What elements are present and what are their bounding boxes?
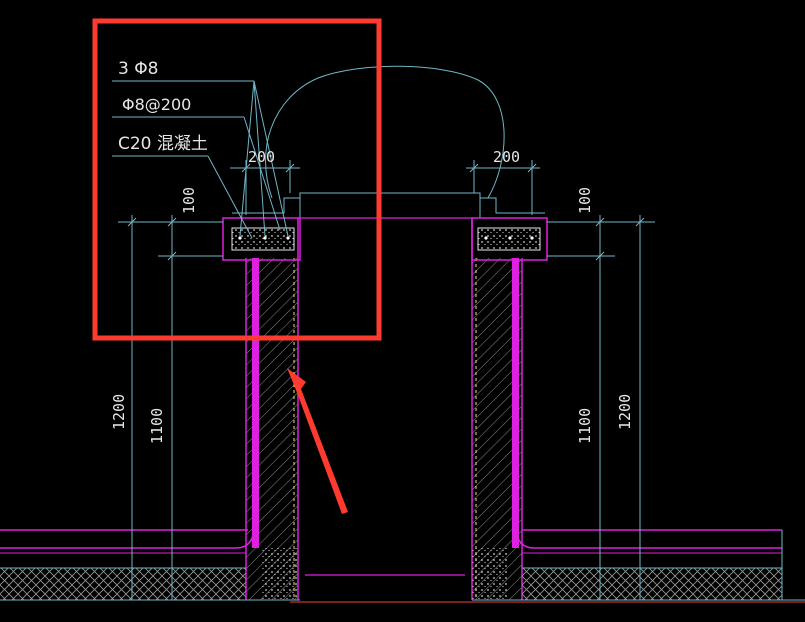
dim-left-wall-height: 1100 [148, 408, 166, 444]
red-arrow-icon [287, 368, 348, 514]
cap-top-lines [232, 178, 545, 218]
rebar-main-label: 3 Φ8 [118, 59, 158, 79]
right-cap [471, 217, 548, 261]
left-floor-slab [0, 262, 300, 601]
dim-right-wall-height: 1100 [576, 408, 594, 444]
dome-outline [265, 65, 505, 199]
highlight-box [92, 18, 382, 341]
dim-right-total-height: 1200 [616, 394, 634, 430]
concrete-label: C20 混凝土 [118, 134, 208, 154]
dim-right-cap-height: 100 [576, 187, 594, 214]
dim-left-cap-height: 100 [180, 187, 198, 214]
right-floor-slab [472, 262, 805, 601]
dim-left-width: 200 [248, 148, 275, 166]
left-cap [222, 217, 301, 261]
dim-left-total-height: 1200 [110, 394, 128, 430]
dimension-lines [118, 160, 655, 600]
dim-right-width: 200 [493, 148, 520, 166]
inner-opening [300, 217, 472, 576]
rebar-stirrup-label: Φ8@200 [122, 95, 191, 114]
right-wall [471, 218, 523, 600]
leader-lines [112, 80, 289, 239]
